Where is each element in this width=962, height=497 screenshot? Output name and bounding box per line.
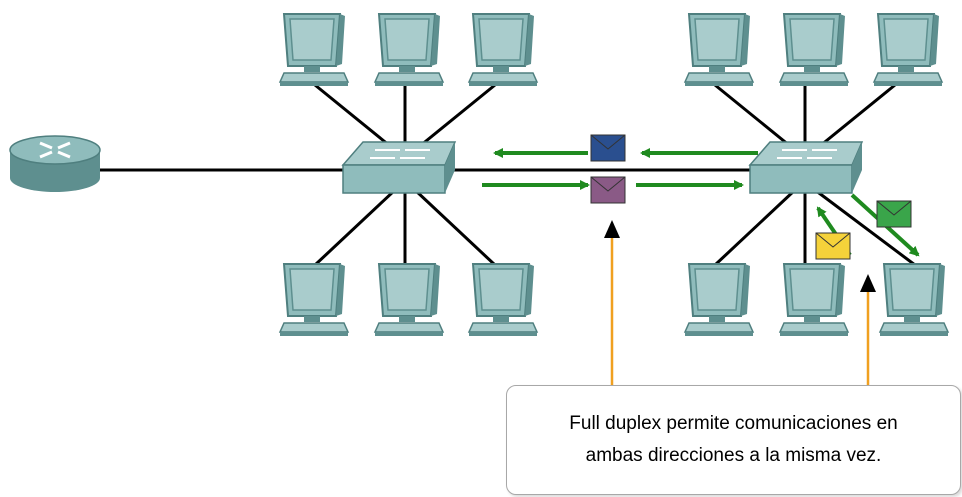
envelope-icon bbox=[815, 232, 851, 260]
pc-icon bbox=[779, 263, 849, 337]
pc-icon bbox=[684, 13, 754, 87]
pc-icon bbox=[468, 263, 538, 337]
envelope-icon bbox=[876, 200, 912, 228]
switch-icon bbox=[341, 141, 457, 194]
pc-icon bbox=[779, 13, 849, 87]
envelope-icon bbox=[590, 134, 626, 162]
pc-icon bbox=[279, 13, 349, 87]
pc-icon bbox=[279, 263, 349, 337]
pc-icon bbox=[879, 263, 949, 337]
caption-box: Full duplex permite comunicaciones en am… bbox=[506, 385, 961, 495]
callout-pointer bbox=[860, 274, 876, 388]
pc-icon bbox=[374, 263, 444, 337]
pc-icon bbox=[684, 263, 754, 337]
caption-line-1: Full duplex permite comunicaciones en bbox=[569, 413, 898, 434]
caption-line-2: ambas direcciones a la misma vez. bbox=[585, 445, 882, 466]
switch-icon bbox=[748, 141, 864, 194]
callout-pointer bbox=[604, 220, 620, 388]
router-icon bbox=[9, 135, 101, 192]
pc-icon bbox=[873, 13, 943, 87]
pc-icon bbox=[374, 13, 444, 87]
pc-icon bbox=[468, 13, 538, 87]
cables bbox=[100, 83, 916, 267]
envelope-icon bbox=[590, 176, 626, 204]
